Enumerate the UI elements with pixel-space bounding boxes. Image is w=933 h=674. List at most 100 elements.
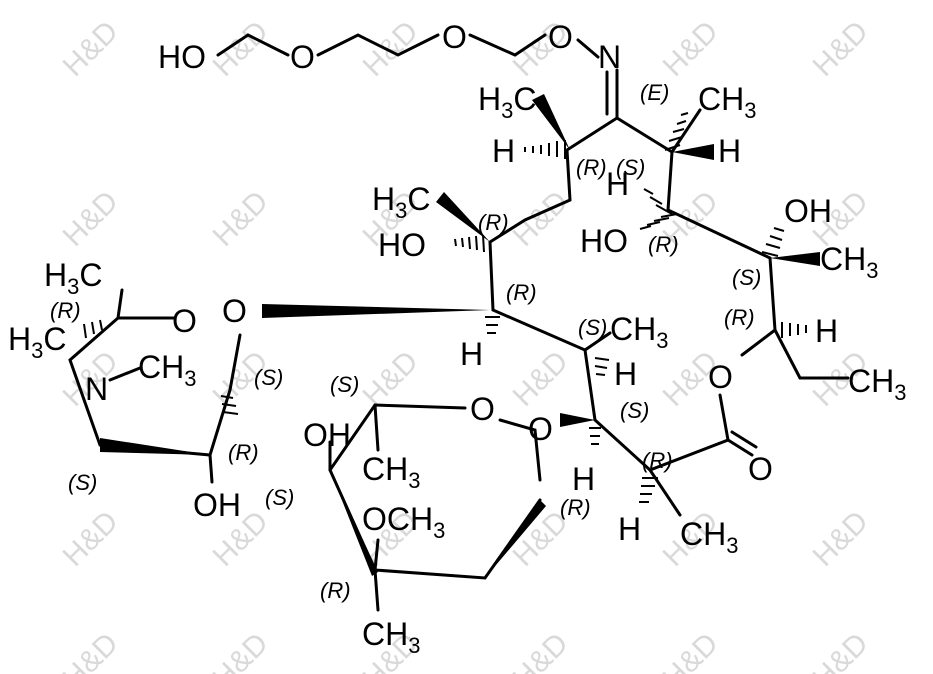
atom-labels: HO O O O N H3C CH3 H H H3C H OH HO HO CH…: [8, 19, 906, 658]
wedge-bond: [532, 94, 570, 150]
watermark-text: H&D: [57, 185, 125, 253]
hashed-bond: [482, 234, 485, 253]
wedge-bond: [485, 500, 546, 578]
substituent-bond: [648, 468, 682, 517]
atom-label: CH3: [362, 616, 420, 658]
desosamine-bond: [208, 453, 214, 484]
watermark-text: H&D: [657, 627, 725, 674]
watermark-text: H&D: [207, 15, 275, 83]
hashed-bond: [222, 411, 239, 415]
cladinose-bond: [373, 568, 380, 612]
wedge-bond: [262, 304, 490, 318]
stereo-descriptor: (R): [506, 280, 537, 305]
atom-label: N: [85, 371, 108, 407]
hashed-bond: [668, 136, 683, 142]
cladinose-bond: [373, 403, 380, 452]
atom-label: CH3: [138, 349, 196, 391]
wedge-bond: [770, 252, 820, 266]
stereo-descriptor: (R): [50, 298, 81, 323]
atom-label: CH3: [680, 516, 738, 558]
stereo-descriptor: (S): [330, 372, 359, 397]
substituent-bond: [583, 331, 612, 352]
hashed-bond: [664, 144, 681, 151]
atom-label: OH: [193, 487, 241, 523]
wedge-bonds: [100, 94, 820, 578]
atom-label: H: [492, 133, 515, 169]
hashed-bond: [643, 188, 654, 195]
watermark-text: H&D: [507, 627, 575, 674]
atom-label: O: [172, 303, 197, 339]
stereo-descriptor: (R): [478, 210, 509, 235]
wedge-bond: [100, 438, 210, 455]
stereo-descriptor: (R): [560, 495, 591, 520]
atom-label: CH3: [848, 363, 906, 405]
sidechain-bond: [576, 38, 600, 59]
watermark-text: H&D: [57, 15, 125, 83]
atom-label: O: [470, 391, 495, 427]
desosamine-bond: [108, 366, 142, 382]
stereo-descriptor: (R): [724, 305, 755, 330]
atom-label: OH: [784, 193, 832, 229]
wedge-bond: [330, 470, 378, 576]
atom-label: H3C: [44, 257, 102, 299]
hashed-bond: [594, 357, 610, 361]
watermark-text: H&D: [507, 185, 575, 253]
atom-label: OCH3: [362, 501, 445, 543]
sidechain-bond: [316, 33, 440, 57]
stereo-descriptor: (E): [640, 80, 669, 105]
hashed-bonds: [83, 112, 807, 503]
hashed-bond: [468, 236, 471, 250]
hashed-bond: [595, 373, 606, 376]
atom-label: O: [548, 19, 573, 55]
stereo-descriptor: (S): [265, 485, 294, 510]
atom-label: HO: [158, 39, 206, 75]
wedge-bond: [436, 192, 490, 242]
stereo-descriptor: (S): [620, 398, 649, 423]
watermark-text: H&D: [57, 505, 125, 573]
wedge-bond: [560, 413, 595, 427]
stereo-descriptor: (R): [642, 448, 673, 473]
stereo-descriptor: (R): [648, 232, 679, 257]
hashed-bond: [594, 365, 608, 369]
hashed-bond: [676, 120, 687, 125]
hashed-bond: [672, 128, 685, 133]
hashed-bond: [454, 238, 457, 247]
atom-label: H: [815, 313, 838, 349]
hashed-bond: [655, 204, 673, 215]
hashed-bond: [680, 112, 689, 116]
atom-label: CH3: [362, 451, 420, 493]
watermark-text: H&D: [207, 185, 275, 253]
atom-label: CH3: [698, 81, 756, 123]
hashed-bond: [475, 235, 478, 251]
atom-label: H: [606, 166, 629, 202]
hashed-bond: [660, 213, 678, 218]
carbonyl-bond: [730, 430, 758, 449]
atom-label: CH3: [610, 311, 668, 353]
atom-label: HO: [580, 223, 628, 259]
atom-label: O: [222, 293, 247, 329]
atom-label: H: [614, 356, 637, 392]
hashed-bond: [83, 323, 87, 339]
atom-label: O: [528, 411, 553, 447]
watermark-text: H&D: [657, 15, 725, 83]
watermark-text: H&D: [807, 627, 875, 674]
watermark-text: H&D: [357, 345, 425, 413]
stereo-descriptor: (S): [616, 155, 645, 180]
atom-label: H: [572, 461, 595, 497]
sidechain-bond: [468, 33, 547, 57]
ethyl-bond: [773, 328, 802, 380]
ring-bond: [615, 116, 674, 154]
hashed-bond: [461, 237, 464, 248]
watermark-text: H&D: [357, 15, 425, 83]
hashed-bond: [649, 196, 663, 205]
hashed-bond: [639, 225, 652, 230]
stereo-labels: (E) (R) (S) (R) (R) (S) (R) (R) (S) (S) …: [50, 80, 761, 603]
cladinose-ring-bond: [498, 418, 542, 482]
hashed-bond: [773, 227, 785, 232]
atom-label: OH: [303, 417, 351, 453]
watermark-text: H&D: [807, 15, 875, 83]
stereo-descriptor: (R): [576, 155, 607, 180]
atom-label: H3C: [8, 321, 66, 363]
